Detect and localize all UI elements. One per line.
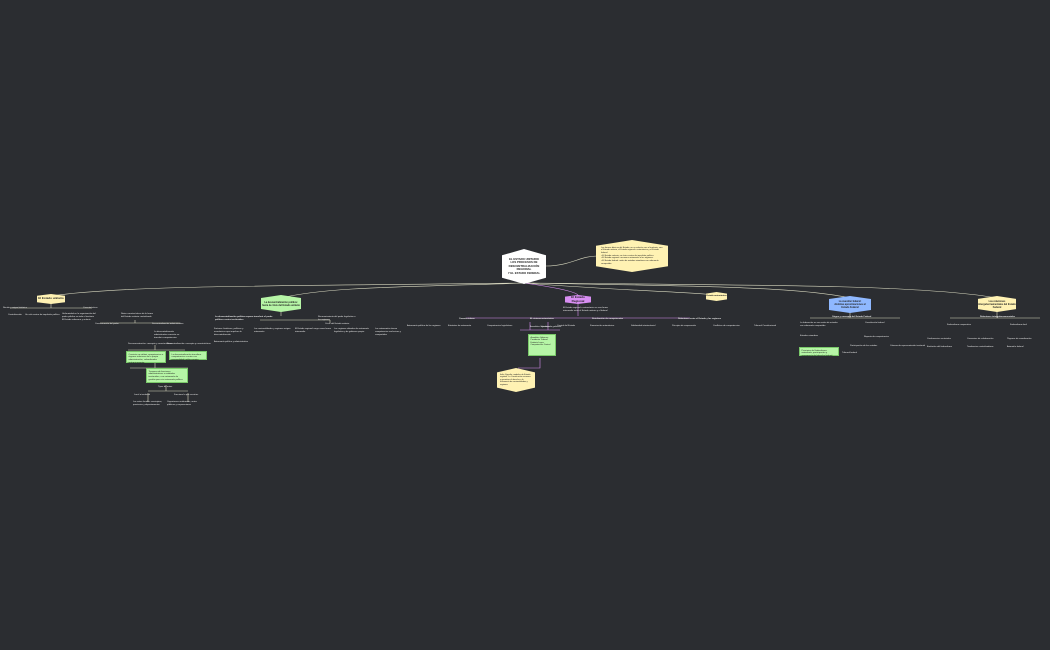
b1-sub1: Noción y origen histórico [3,307,27,309]
b2-l3: Factores históricos, políticos y económi… [214,328,244,336]
b4-l2: Constitución federal [865,322,885,324]
b3-l3: Competencias legislativas [487,325,513,327]
b2-intro: La descentralización política supone tra… [215,316,274,321]
b5-l4: Convenios de colaboración [967,338,994,340]
b5-l1: Federalismo cooperativo [947,324,971,326]
b4-l5: Participación de los estados [850,345,878,347]
b1-green-2: La descentralización transfiere competen… [169,351,207,361]
b5-h1: Relaciones intergubernamentales [980,316,1016,318]
branch-federal-question[interactable]: La cuestión federal: distintas aproximac… [829,296,871,313]
branch-political-label: La descentralización política: hacia la … [262,300,300,307]
b3-l1: Autonomía política de las regiones [407,325,441,327]
branch-intergovernmental-relations[interactable]: Las relaciones intergubernamentales del … [978,296,1016,312]
b1-l5: Concentración del poder [95,323,119,325]
regional-tag-node[interactable]: Estado autonómico [706,292,727,301]
b1-l13: Los entes locales: municipios, provincia… [133,401,163,406]
regional-example-node[interactable]: Italia, España: modelos de Estado region… [497,368,535,392]
b3-intro: El Estado regional o autonómico es una f… [563,307,609,312]
branch-regional-label: El Estado Regional [571,294,585,303]
b3-green-table: Asamblea Gobierno Presidente Tribunal Es… [528,334,556,356]
b1-l10: Tipos de entes [158,386,173,388]
b1-l3: Uniformidad en la organización del poder… [62,313,96,321]
b3-h2: El sistema autonómico [530,318,554,320]
b5-l2: Federalismo dual [1010,324,1027,326]
b2-l5: Autonomía política y administrativa [214,341,248,343]
b1-green-1: Consiste en atribuir competencias a órga… [126,351,166,364]
branch-political-decentralization[interactable]: La descentralización política: hacia la … [261,295,301,312]
b1-l7: La descentralización administrativa cons… [154,331,180,339]
b5-l3: Conferencias sectoriales [927,338,951,340]
b3-h1: Características [459,318,475,320]
b5-l6: Evolución del federalismo [927,346,952,348]
b3-l6: Solidaridad interterritorial [631,325,656,327]
b4-l4: Reparto de competencias [864,336,889,338]
b2-l2: Crisis del Estado unitario [325,323,350,325]
b4-l3: Estados miembros [800,335,819,337]
b1-l1: Centralización [8,314,22,316]
b4-green-box: Principios del federalismo: autonomía, p… [799,347,839,357]
b1-l4: Notas características de la forma del Es… [121,313,153,318]
b1-l11: Local o territorial [134,394,151,396]
branch-intergovernmental-label: Las relaciones intergubernamentales del … [978,299,1016,309]
b3-l8: Conflictos de competencias [713,325,740,327]
regional-example-text: Italia, España: modelos de Estado region… [500,373,531,386]
b1-l6: Descentralización administrativa [152,323,184,325]
b1-l14: Organismos autónomos, entes públicos y c… [167,401,197,406]
b1-l8: Desconcentración: concepto y característ… [128,343,173,345]
branch-federal-label: La cuestión federal: distintas aproximac… [834,300,866,309]
b1-l2: Un solo centro de impulsión política [25,314,60,316]
central-topic-node[interactable]: EL ESTADO UNITARIO LOS PROCESOS DE DESCE… [502,249,546,284]
b1-l9: Descentralización: concepto y caracterís… [167,343,211,345]
b3-h3: Distribución de competencias [592,318,624,320]
b5-l5: Órganos de coordinación [1007,338,1032,340]
b4-l6: Cámara de representación territorial [890,345,926,347]
note-node[interactable]: Las formas básicas del Estado, en su rel… [596,240,668,272]
b4-l1: La federación es una unión de estados co… [800,322,839,327]
b3-l9: Tribunal Constitucional [754,325,777,327]
b3-l4: Control del Estado [557,325,575,327]
b2-l6: El Estado regional surge como forma inte… [295,328,332,333]
central-topic-title: EL ESTADO UNITARIO LOS PROCESOS DE DESCE… [507,256,541,275]
branch-unitary-label: El Estado unitario [38,296,64,301]
b2-l8: Las autonomías tienen competencias exclu… [375,328,402,336]
b1-sub2: Características [83,307,98,309]
b3-l7: Principio de cooperación [672,325,696,327]
b1-l12: Funcional o por servicios [174,394,199,396]
b3-l11: Consejo de gobierno [541,326,562,328]
note-text: Las formas básicas del Estado, en su rel… [601,246,663,265]
b4-l7: Tribunal federal [842,352,858,354]
b3-l10: Asamblea legislativa [530,326,550,328]
b3-h4: Relaciones entre el Estado y las regione… [678,318,722,320]
b2-l4: Las nacionalidades y regiones exigen aut… [254,328,292,333]
b5-l8: Asimetría federal [1007,346,1024,348]
b2-l1: Reconocimiento del poder legislativo a l… [318,316,357,321]
b4-h1: Origen y concepto del Estado Federal [832,316,872,318]
b1-green-3: Traspaso de funciones administrativas a … [146,368,188,383]
regional-tag-label: Estado autonómico [706,295,727,298]
branch-regional-state[interactable]: El Estado Regional [565,295,591,304]
b2-l7: Las regiones dotadas de autonomía legisl… [334,328,370,333]
b5-l7: Tendencias centralizadoras [967,346,994,348]
b3-l5: Financiación autonómica [590,325,615,327]
b3-l2: Estatutos de autonomía [448,325,472,327]
branch-unitary-state[interactable]: El Estado unitario [37,294,65,304]
